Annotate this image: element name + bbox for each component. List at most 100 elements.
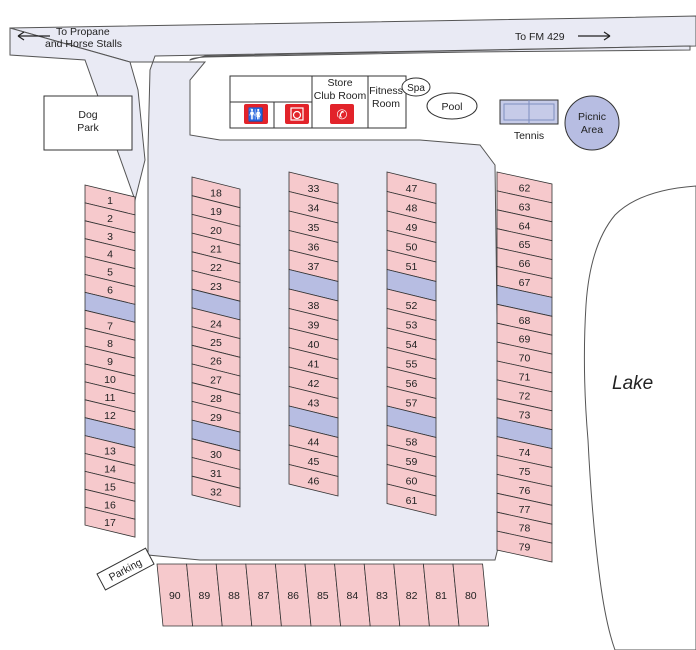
campsite-number: 35 (308, 222, 320, 234)
campsite-number: 82 (406, 590, 418, 602)
campsite-number: 28 (210, 393, 222, 405)
campsite-number: 33 (308, 183, 320, 195)
propane-line-1: To Propane (56, 26, 110, 38)
campsite-number: 37 (308, 261, 320, 273)
campsite-number: 20 (210, 225, 222, 237)
picnic-area (564, 95, 620, 151)
campsite-number: 39 (308, 319, 320, 331)
tennis-court (499, 99, 559, 125)
campsite-number: 83 (376, 590, 388, 602)
campsite-number: 75 (519, 466, 531, 478)
campsite-number: 3 (107, 231, 113, 243)
svg-text:✆: ✆ (337, 108, 348, 123)
campsite-number: 50 (406, 241, 418, 253)
campsite-number: 27 (210, 374, 222, 386)
campsite-number: 52 (406, 300, 418, 312)
spa-label: Spa (407, 83, 425, 94)
campsite-number: 24 (210, 318, 222, 330)
campsite-number: 29 (210, 412, 222, 424)
campsite-number: 26 (210, 356, 222, 368)
campsite-number: 49 (406, 222, 418, 234)
spa (401, 77, 431, 97)
campsite-number: 4 (107, 249, 113, 261)
phone-icon: ✆ (330, 104, 354, 124)
campsite-number: 46 (308, 475, 320, 487)
campsite-number: 9 (107, 356, 113, 368)
campsite-number: 72 (519, 390, 531, 402)
campsite-number: 71 (519, 371, 531, 383)
campsite-number: 57 (406, 397, 418, 409)
roads (9, 15, 696, 561)
campsite-number: 44 (308, 436, 320, 448)
campsite-number: 2 (107, 213, 113, 225)
campsite-number: 40 (308, 339, 320, 351)
campsite[interactable] (191, 475, 241, 508)
lake (583, 185, 696, 650)
campsite-number: 42 (308, 378, 320, 390)
campsite-number: 11 (105, 392, 116, 404)
fm429-direction: To FM 429 (515, 31, 611, 43)
campsite-number: 55 (406, 358, 418, 370)
campsite-number: 54 (406, 339, 418, 351)
campsite-number: 38 (308, 300, 320, 312)
campsite-number: 70 (519, 353, 531, 365)
tennis-label: Tennis (514, 130, 544, 142)
campsite[interactable] (452, 563, 490, 627)
campsite-number: 31 (210, 468, 222, 480)
laundry-icon (285, 104, 309, 124)
campsite-number: 73 (519, 409, 531, 421)
campsite-number: 63 (519, 201, 531, 213)
campsite-number: 90 (169, 590, 181, 602)
campsite[interactable] (84, 506, 136, 538)
campsite-number: 1 (107, 195, 113, 207)
site-rows: 1234567891011121314151617181920212223242… (84, 171, 553, 627)
campsite-number: 32 (210, 487, 222, 499)
campsite-number: 85 (317, 590, 329, 602)
campsite-number: 5 (107, 267, 113, 279)
campsite[interactable] (496, 530, 553, 563)
campsite[interactable] (386, 483, 437, 517)
campsite-number: 53 (406, 319, 418, 331)
campsite-number: 21 (210, 243, 222, 255)
campsite-number: 51 (406, 261, 418, 273)
campsite-number: 47 (406, 183, 418, 195)
campsite-number: 12 (104, 410, 116, 422)
campsite-number: 61 (406, 495, 418, 507)
campsite-number: 76 (519, 485, 531, 497)
campsite[interactable] (288, 463, 339, 497)
campsite-number: 15 (104, 481, 116, 493)
campsite-number: 65 (519, 239, 531, 251)
propane-label: To Propane and Horse Stalls (45, 26, 122, 50)
campsite-number: 78 (519, 523, 531, 535)
campsite-number: 34 (308, 202, 320, 214)
campsite-number: 25 (210, 337, 222, 349)
campsite-number: 19 (210, 206, 222, 218)
campsite-number: 66 (519, 258, 531, 270)
campsite-number: 14 (104, 463, 116, 475)
campsite-number: 6 (107, 284, 113, 296)
campsite-number: 23 (210, 281, 222, 293)
campsite-number: 18 (210, 187, 222, 199)
campsite-number: 88 (228, 590, 240, 602)
campsite-number: 79 (519, 542, 531, 554)
campsite-number: 77 (519, 504, 531, 516)
restroom-icon: 🚻 (244, 104, 268, 124)
campsite-number: 86 (287, 590, 299, 602)
propane-line-2: and Horse Stalls (45, 38, 122, 50)
campsite-number: 8 (107, 338, 113, 350)
campsite-number: 69 (519, 334, 531, 346)
campsite-number: 30 (210, 449, 222, 461)
parking-area: Parking (96, 547, 155, 591)
pool (426, 92, 478, 120)
campsite-number: 16 (104, 499, 116, 511)
campsite-number: 7 (107, 320, 113, 332)
